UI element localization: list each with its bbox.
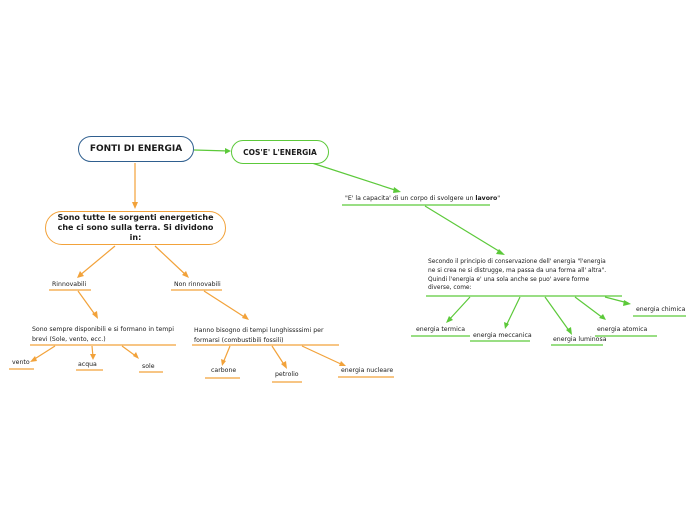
node-renewable-description[interactable]: Sono sempre disponibili e si formano in …	[32, 325, 180, 344]
arrowhead	[504, 322, 509, 329]
arrowhead	[599, 314, 606, 320]
arrowhead	[221, 359, 226, 366]
connector-to-definition-text	[311, 162, 399, 192]
node-principle-text[interactable]: Secondo il principio di conservazione de…	[428, 258, 606, 293]
connector-to-principle	[424, 205, 503, 254]
arrowhead	[393, 187, 401, 193]
connector-to-atomica	[574, 296, 604, 319]
connector-to-luminosa	[544, 296, 571, 333]
sources-branch-label: Sono tutte le sorgenti energetiche che c…	[57, 213, 214, 242]
node-energia-luminosa[interactable]: energia luminosa	[553, 336, 607, 344]
node-carbone[interactable]: carbone	[211, 367, 236, 375]
connector-to-nucleare	[301, 345, 344, 366]
node-non-renewable-description[interactable]: Hanno bisogno di tempi lunghissssimi per…	[194, 326, 342, 345]
example-label: vento	[12, 359, 30, 366]
connector-to-termica	[447, 296, 471, 322]
arrowhead	[90, 354, 96, 360]
node-cos-e-energia[interactable]: COS'E' L'ENERGIA	[231, 140, 329, 164]
node-sole[interactable]: sole	[142, 363, 155, 371]
definition-text-end: "	[497, 195, 501, 202]
arrowhead	[92, 311, 98, 319]
principle-line: Quindi l'energia e' una sola anche se pu…	[428, 276, 590, 283]
arrowhead	[182, 271, 189, 278]
form-label: energia chimica	[636, 306, 686, 313]
example-label: carbone	[211, 367, 237, 374]
node-energia-atomica[interactable]: energia atomica	[597, 326, 647, 334]
connector-to-renewable	[78, 245, 116, 277]
form-label: energia atomica	[597, 326, 648, 333]
principle-line: ne si crea ne si distrugge, ma passa da …	[428, 267, 607, 274]
form-label: energia luminosa	[553, 336, 607, 343]
principle-line: Secondo il principio di conservazione de…	[428, 259, 606, 265]
connector-to-petrolio	[271, 345, 286, 367]
node-energia-meccanica[interactable]: energia meccanica	[473, 332, 532, 340]
renewable-label: Rinnovabili	[52, 281, 87, 288]
arrowhead	[132, 202, 138, 209]
node-non-rinnovabili[interactable]: Non rinnovabili	[174, 281, 221, 289]
arrowhead	[242, 313, 249, 320]
arrowhead	[623, 300, 631, 306]
form-label: energia meccanica	[473, 332, 532, 339]
renewable-description: Sono sempre disponibili e si formano in …	[32, 326, 174, 343]
example-label: acqua	[78, 361, 97, 368]
arrowhead	[281, 361, 287, 369]
connector-root-to-definition	[193, 149, 230, 152]
node-energia-nucleare[interactable]: energia nucleare	[341, 367, 393, 375]
connector-to-renewable-desc	[77, 290, 97, 317]
arrowhead	[339, 361, 346, 366]
connector-to-vento	[32, 345, 56, 361]
arrowhead	[566, 327, 572, 335]
connector-to-meccanica	[505, 296, 521, 327]
example-label: petrolio	[275, 371, 299, 378]
non-renewable-label: Non rinnovabili	[174, 281, 221, 288]
node-energia-chimica[interactable]: energia chimica	[636, 306, 685, 314]
definition-text-start: "E' la capacita' di un corpo di svolgere…	[345, 195, 476, 202]
root-node-label: FONTI DI ENERGIA	[89, 144, 183, 154]
connector-to-non-renewable-desc	[203, 290, 247, 319]
arrowhead	[496, 249, 505, 255]
arrowhead	[77, 271, 84, 278]
definition-text-bold: lavoro	[475, 195, 498, 202]
connector-to-carbone	[222, 345, 231, 364]
example-label: sole	[142, 363, 155, 370]
principle-line: diverse, come:	[428, 285, 472, 292]
node-sorgenti-energetiche[interactable]: Sono tutte le sorgenti energetiche che c…	[45, 211, 226, 245]
node-energia-termica[interactable]: energia termica	[416, 326, 465, 334]
non-renewable-description: Hanno bisogno di tempi lunghissssimi per…	[194, 327, 324, 344]
arrowhead	[133, 352, 139, 359]
node-acqua[interactable]: acqua	[78, 361, 97, 369]
root-node-fonti-di-energia[interactable]: FONTI DI ENERGIA	[78, 136, 194, 162]
form-label: energia termica	[416, 326, 465, 333]
arrowhead	[446, 316, 453, 323]
arrowhead	[225, 148, 231, 154]
node-definition-text[interactable]: "E' la capacita' di un corpo di svolgere…	[345, 195, 500, 203]
node-petrolio[interactable]: petrolio	[275, 371, 299, 379]
connector-to-non-renewable	[154, 245, 188, 277]
node-vento[interactable]: vento	[12, 359, 30, 367]
example-label: energia nucleare	[341, 367, 394, 374]
arrowhead	[30, 356, 37, 362]
node-rinnovabili[interactable]: Rinnovabili	[52, 281, 86, 289]
definition-branch-label: COS'E' L'ENERGIA	[243, 147, 317, 157]
